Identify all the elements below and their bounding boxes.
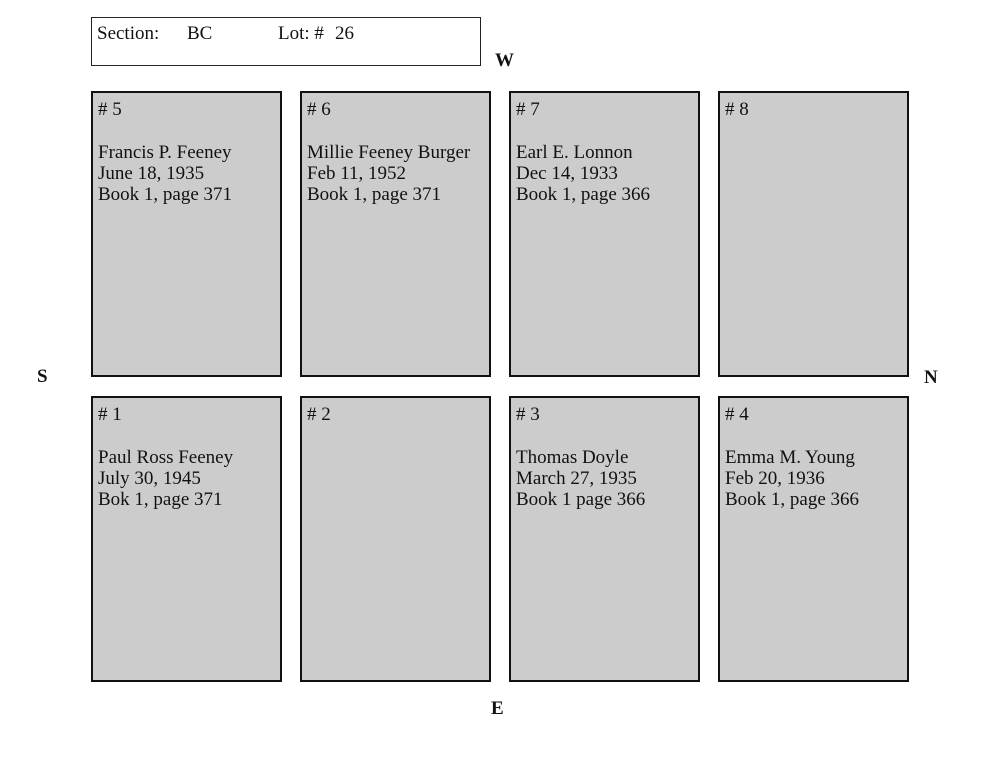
burial-date: March 27, 1935 [516, 468, 637, 489]
plot-details: Francis P. Feeney June 18, 1935 Book 1, … [98, 142, 278, 205]
plot-number: # 3 [516, 404, 540, 425]
plot-4: # 4 Emma M. Young Feb 20, 1936 Book 1, p… [718, 396, 909, 682]
interred-name: Thomas Doyle [516, 447, 629, 468]
plot-8: # 8 [718, 91, 909, 377]
lot-value: 26 [335, 23, 354, 44]
record-reference: Bok 1, page 371 [98, 489, 223, 510]
plot-3: # 3 Thomas Doyle March 27, 1935 Book 1 p… [509, 396, 700, 682]
record-reference: Book 1, page 371 [307, 184, 442, 205]
burial-date: July 30, 1945 [98, 468, 201, 489]
plot-5: # 5 Francis P. Feeney June 18, 1935 Book… [91, 91, 282, 377]
burial-date: June 18, 1935 [98, 163, 205, 184]
plot-1: # 1 Paul Ross Feeney July 30, 1945 Bok 1… [91, 396, 282, 682]
plot-number: # 7 [516, 99, 540, 120]
burial-date: Feb 20, 1936 [725, 468, 825, 489]
section-lot-header: Section: BC Lot: # 26 [91, 17, 481, 66]
plot-number: # 4 [725, 404, 749, 425]
section-label: Section: [97, 23, 160, 44]
record-reference: Book 1, page 371 [98, 184, 233, 205]
plot-number: # 6 [307, 99, 331, 120]
plot-number: # 5 [98, 99, 122, 120]
burial-date: Dec 14, 1933 [516, 163, 618, 184]
compass-east: E [491, 698, 504, 719]
interred-name: Earl E. Lonnon [516, 142, 633, 163]
plot-details: Millie Feeney Burger Feb 11, 1952 Book 1… [307, 142, 487, 205]
burial-date: Feb 11, 1952 [307, 163, 407, 184]
plot-details: Thomas Doyle March 27, 1935 Book 1 page … [516, 447, 696, 510]
interred-name: Francis P. Feeney [98, 142, 232, 163]
plot-2: # 2 [300, 396, 491, 682]
plot-6: # 6 Millie Feeney Burger Feb 11, 1952 Bo… [300, 91, 491, 377]
interred-name: Emma M. Young [725, 447, 855, 468]
plot-number: # 2 [307, 404, 331, 425]
plot-7: # 7 Earl E. Lonnon Dec 14, 1933 Book 1, … [509, 91, 700, 377]
record-reference: Book 1, page 366 [516, 184, 651, 205]
plot-details: Earl E. Lonnon Dec 14, 1933 Book 1, page… [516, 142, 696, 205]
record-reference: Book 1 page 366 [516, 489, 646, 510]
interred-name: Millie Feeney Burger [307, 142, 471, 163]
section-value: BC [187, 23, 213, 44]
lot-label: Lot: # [278, 23, 324, 44]
compass-west: W [495, 50, 514, 71]
compass-south: S [37, 366, 48, 387]
compass-north: N [924, 367, 938, 388]
plot-number: # 8 [725, 99, 749, 120]
plot-details: Paul Ross Feeney July 30, 1945 Bok 1, pa… [98, 447, 278, 510]
record-reference: Book 1, page 366 [725, 489, 860, 510]
plot-number: # 1 [98, 404, 122, 425]
plot-details: Emma M. Young Feb 20, 1936 Book 1, page … [725, 447, 905, 510]
interred-name: Paul Ross Feeney [98, 447, 234, 468]
